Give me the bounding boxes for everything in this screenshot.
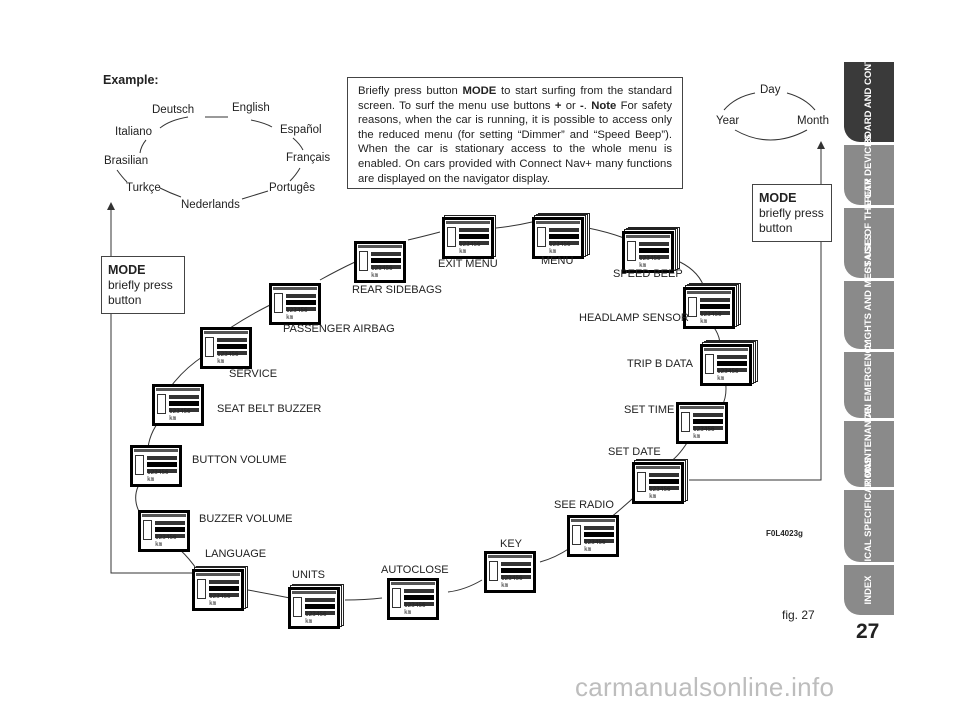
label-set-time: SET TIME <box>624 404 675 416</box>
label-autoclose: AUTOCLOSE <box>381 564 449 576</box>
tab-car-maintenance[interactable]: CAR MAINTENANCE <box>844 407 894 501</box>
screen-speed-beep: 123456 km <box>622 227 680 273</box>
screen-menu: 123456 km <box>532 213 590 259</box>
mode-box-right: MODE briefly press button <box>752 184 832 242</box>
lang-nederlands: Nederlands <box>181 199 240 211</box>
screen-set-date: 123456 km <box>632 459 688 504</box>
explanation-box: Briefly press button MODE to start surfi… <box>347 77 683 189</box>
screen-see-radio: 123456 km <box>567 515 621 559</box>
screen-units: 123456 km <box>288 584 344 629</box>
label-set-date: SET DATE <box>608 446 661 458</box>
example-label: Example: <box>103 73 159 87</box>
lang-english: English <box>232 102 270 114</box>
lang-italiano: Italiano <box>115 126 153 138</box>
lang-francais: Français <box>286 152 331 164</box>
tab-safety-devices[interactable]: SAFETY DEVICES <box>844 134 894 216</box>
cycle-day: Day <box>760 84 781 96</box>
screen-passenger-airbag: 123456 km <box>269 283 323 327</box>
cycle-month: Month <box>797 115 829 127</box>
watermark: carmanualsonline.info <box>575 672 835 702</box>
screen-key: 123456 km <box>484 551 538 595</box>
screen-trip-b-data: 123456 km <box>700 340 758 386</box>
screen-headlamp-sensor: 123456 km <box>683 283 741 329</box>
lang-portuges: Portugês <box>269 182 316 194</box>
label-menu: MENU <box>541 255 574 267</box>
lang-brasilian: Brasilian <box>104 155 149 167</box>
screen-seat-belt-buzzer: 123456 km <box>152 384 206 428</box>
label-button-volume: BUTTON VOLUME <box>192 454 287 466</box>
label-buzzer-volume: BUZZER VOLUME <box>199 513 293 525</box>
figure-label: fig. 27 <box>782 608 815 622</box>
label-seat-belt-buzzer: SEAT BELT BUZZER <box>217 403 322 415</box>
label-language: LANGUAGE <box>205 548 267 560</box>
label-units: UNITS <box>292 569 325 581</box>
label-headlamp-sensor: HEADLAMP SENSOR <box>579 312 689 324</box>
label-trip-b-data: TRIP B DATA <box>627 358 694 370</box>
tab-dashboard-and-controls[interactable]: DASHBOARD AND CONTROLS <box>844 32 894 172</box>
screen-autoclose: 123456 km <box>387 578 441 622</box>
label-speed-beep: SPEED BEEP <box>613 268 683 280</box>
tab-correct-use-of-the-car[interactable]: CORRECT USE OF THE CAR <box>844 178 894 308</box>
label-passenger-airbag: PASSENGER AIRBAG <box>283 323 395 335</box>
page-number: 27 <box>856 620 880 643</box>
tab-in-an-emergency[interactable]: IN AN EMERGENCY <box>844 340 894 430</box>
screen-rear-sidebags: 123456 km <box>354 241 408 285</box>
screen-set-time: 123456 km <box>676 402 730 446</box>
screen-button-volume: 123456 km <box>130 445 184 489</box>
label-key: KEY <box>500 538 523 550</box>
lang-turkce: Turkçe <box>126 182 161 194</box>
tab-index[interactable]: INDEX <box>844 565 894 615</box>
tab-technical-specifications[interactable]: TECHNICAL SPECIFICATIONS <box>844 458 894 594</box>
screen-language: 123456 km <box>192 566 248 611</box>
screen-service: 123456 km <box>200 327 254 371</box>
label-rear-sidebags: REAR SIDEBAGS <box>352 284 442 296</box>
tab-warning-lights-and-messages[interactable]: WARNING LIGHTS AND MESSAGES <box>844 234 894 396</box>
label-service: SERVICE <box>229 368 278 380</box>
screen-buzzer-volume: 123456 km <box>138 510 192 554</box>
mode-box-left: MODE briefly press button <box>101 256 185 314</box>
figure-code: F0L4023g <box>766 529 803 538</box>
lang-deutsch: Deutsch <box>152 104 195 116</box>
cycle-year: Year <box>716 115 740 127</box>
lang-espanol: Español <box>280 124 322 136</box>
label-see-radio: SEE RADIO <box>554 499 614 511</box>
screen-exit-menu: 123456 km <box>442 215 496 261</box>
label-exit-menu: EXIT MENU <box>438 258 498 270</box>
